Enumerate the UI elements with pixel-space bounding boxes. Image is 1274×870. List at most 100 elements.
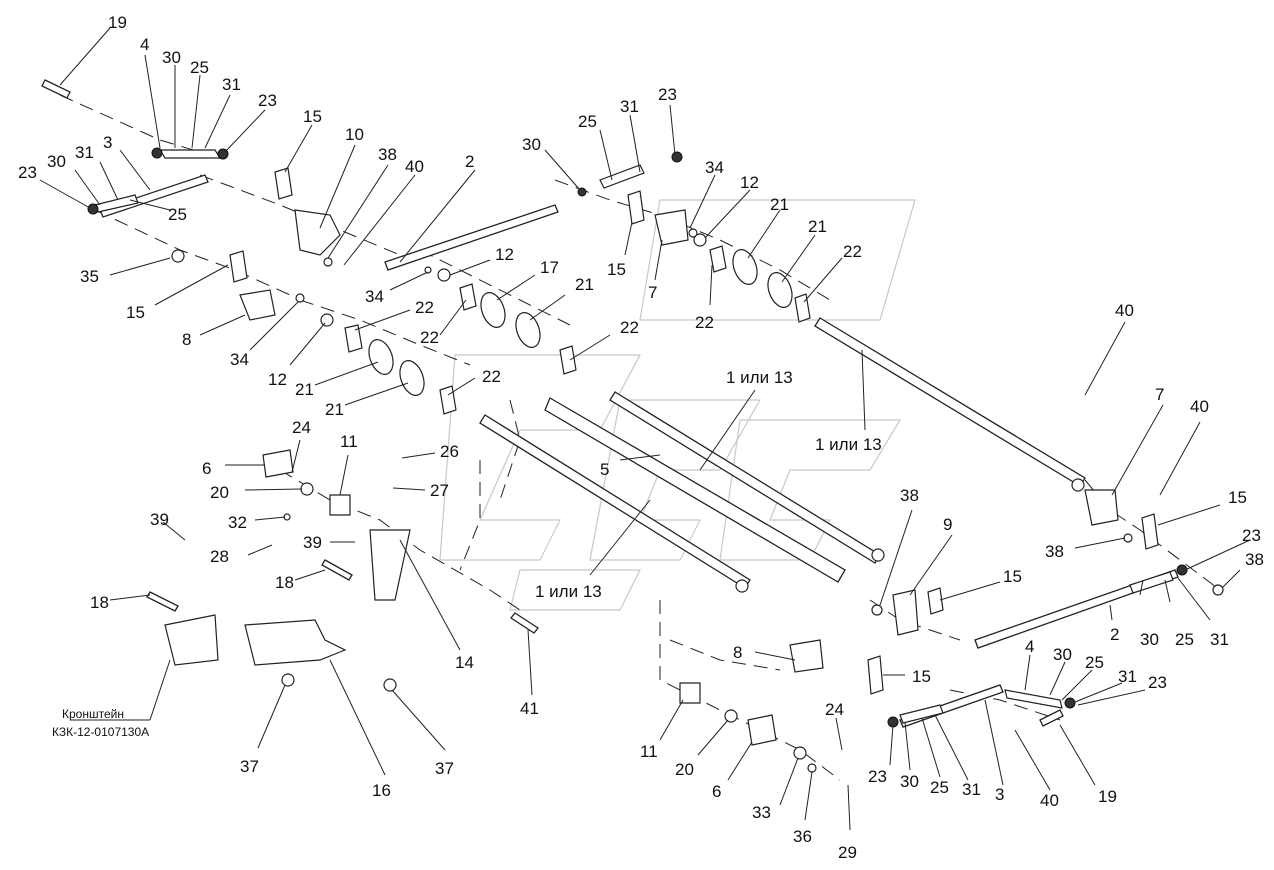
- callout: 3: [103, 133, 112, 152]
- callout: 30: [900, 772, 919, 791]
- callout: 23: [258, 91, 277, 110]
- pin-19-bottom: [1039, 709, 1064, 727]
- callout: 33: [752, 803, 771, 822]
- pin-41: [510, 612, 539, 634]
- callout: 25: [190, 58, 209, 77]
- rod-2-top: [384, 204, 559, 271]
- rod-1-right: [814, 317, 1086, 487]
- callout: 15: [303, 107, 322, 126]
- callout: 25: [1175, 630, 1194, 649]
- lever-6-bottom: [747, 714, 777, 746]
- bracket-kzk: [164, 614, 219, 666]
- callout: 3: [995, 785, 1004, 804]
- callout: 23: [868, 767, 887, 786]
- callout: 31: [1210, 630, 1229, 649]
- callout: 5: [600, 460, 609, 479]
- callout: 28: [210, 547, 229, 566]
- callout: 22: [482, 367, 501, 386]
- callout: 24: [292, 418, 311, 437]
- callout: 36: [793, 827, 812, 846]
- callout: 11: [340, 432, 358, 451]
- callout: 23: [658, 85, 677, 104]
- callout: 31: [620, 97, 639, 116]
- callout: 34: [365, 287, 384, 306]
- callout: 19: [108, 13, 127, 32]
- callout: 25: [168, 205, 187, 224]
- callout: 25: [930, 778, 949, 797]
- callout: 18: [275, 573, 294, 592]
- callout: 12: [740, 173, 759, 192]
- callout: 37: [435, 759, 454, 778]
- bracket-10: [294, 209, 341, 256]
- callout: 1 или 13: [535, 582, 602, 601]
- washers: [171, 228, 1224, 773]
- callout: 21: [808, 217, 827, 236]
- callout: 30: [1053, 645, 1072, 664]
- rod-3-bottom: [899, 684, 1004, 728]
- callout: 15: [126, 303, 145, 322]
- callout: 38: [1245, 550, 1264, 569]
- callout: 6: [202, 459, 211, 478]
- callout: 25: [1085, 653, 1104, 672]
- callout: 23: [1242, 526, 1261, 545]
- callout: 8: [733, 643, 742, 662]
- callout: 31: [1118, 667, 1137, 686]
- callout: 11: [640, 742, 658, 761]
- callout: 25: [578, 112, 597, 131]
- callout: 16: [372, 781, 391, 800]
- bracket-caption: Кронштейн КЗК-12-0107130А: [52, 707, 149, 739]
- leader-lines: [39, 27, 1251, 831]
- callout: 30: [522, 135, 541, 154]
- callout: 1 или 13: [726, 368, 793, 387]
- caption-line-2: КЗК-12-0107130А: [52, 725, 149, 739]
- callout: 39: [150, 510, 169, 529]
- callout: 32: [228, 513, 247, 532]
- bracket-9: [892, 589, 919, 636]
- callout: 12: [268, 370, 287, 389]
- callout: 2: [465, 152, 474, 171]
- callout: 40: [1190, 397, 1209, 416]
- callout: 40: [1115, 301, 1134, 320]
- pin-18-mid: [321, 559, 353, 581]
- lever-14: [369, 529, 411, 601]
- callout: 41: [520, 699, 539, 718]
- callout: 40: [1040, 791, 1059, 810]
- bracket-8-left: [239, 289, 276, 321]
- callout: 22: [620, 318, 639, 337]
- callout: 15: [607, 260, 626, 279]
- callout: 39: [303, 533, 322, 552]
- callout-labels: 19 4 30 25 31 23 3 23 30 31 25 35 15 8 3…: [18, 13, 1264, 862]
- callout: 21: [325, 400, 344, 419]
- callout: 35: [80, 267, 99, 286]
- flange-11-bottom: [679, 682, 701, 704]
- rod-13-upper: [609, 391, 881, 564]
- callout: 15: [1003, 567, 1022, 586]
- callout: 31: [222, 75, 241, 94]
- callout: 37: [240, 757, 259, 776]
- callout: 31: [75, 143, 94, 162]
- callout: 15: [1228, 488, 1247, 507]
- callout: 34: [705, 158, 724, 177]
- rod-5-center: [544, 397, 846, 583]
- rod-3-top-left: [99, 174, 209, 218]
- callout: 34: [230, 350, 249, 369]
- callout: 21: [575, 275, 594, 294]
- callout: 18: [90, 593, 109, 612]
- callout: 9: [943, 515, 952, 534]
- plates: [164, 167, 1159, 746]
- rod-2-right: [974, 569, 1179, 649]
- callout: 31: [962, 780, 981, 799]
- callout: 4: [140, 35, 149, 54]
- callout: 29: [838, 843, 857, 862]
- lever-6-left: [262, 449, 294, 478]
- callout: 22: [420, 328, 439, 347]
- callout: 22: [695, 313, 714, 332]
- caption-line-1: Кронштейн: [62, 707, 124, 721]
- callout: 30: [47, 152, 66, 171]
- callout: 30: [162, 48, 181, 67]
- bracket-8-bottom: [789, 639, 824, 673]
- callout: 40: [405, 157, 424, 176]
- pin-19-top: [41, 79, 71, 99]
- bracket-7-top: [654, 209, 689, 246]
- callout: 23: [18, 163, 37, 182]
